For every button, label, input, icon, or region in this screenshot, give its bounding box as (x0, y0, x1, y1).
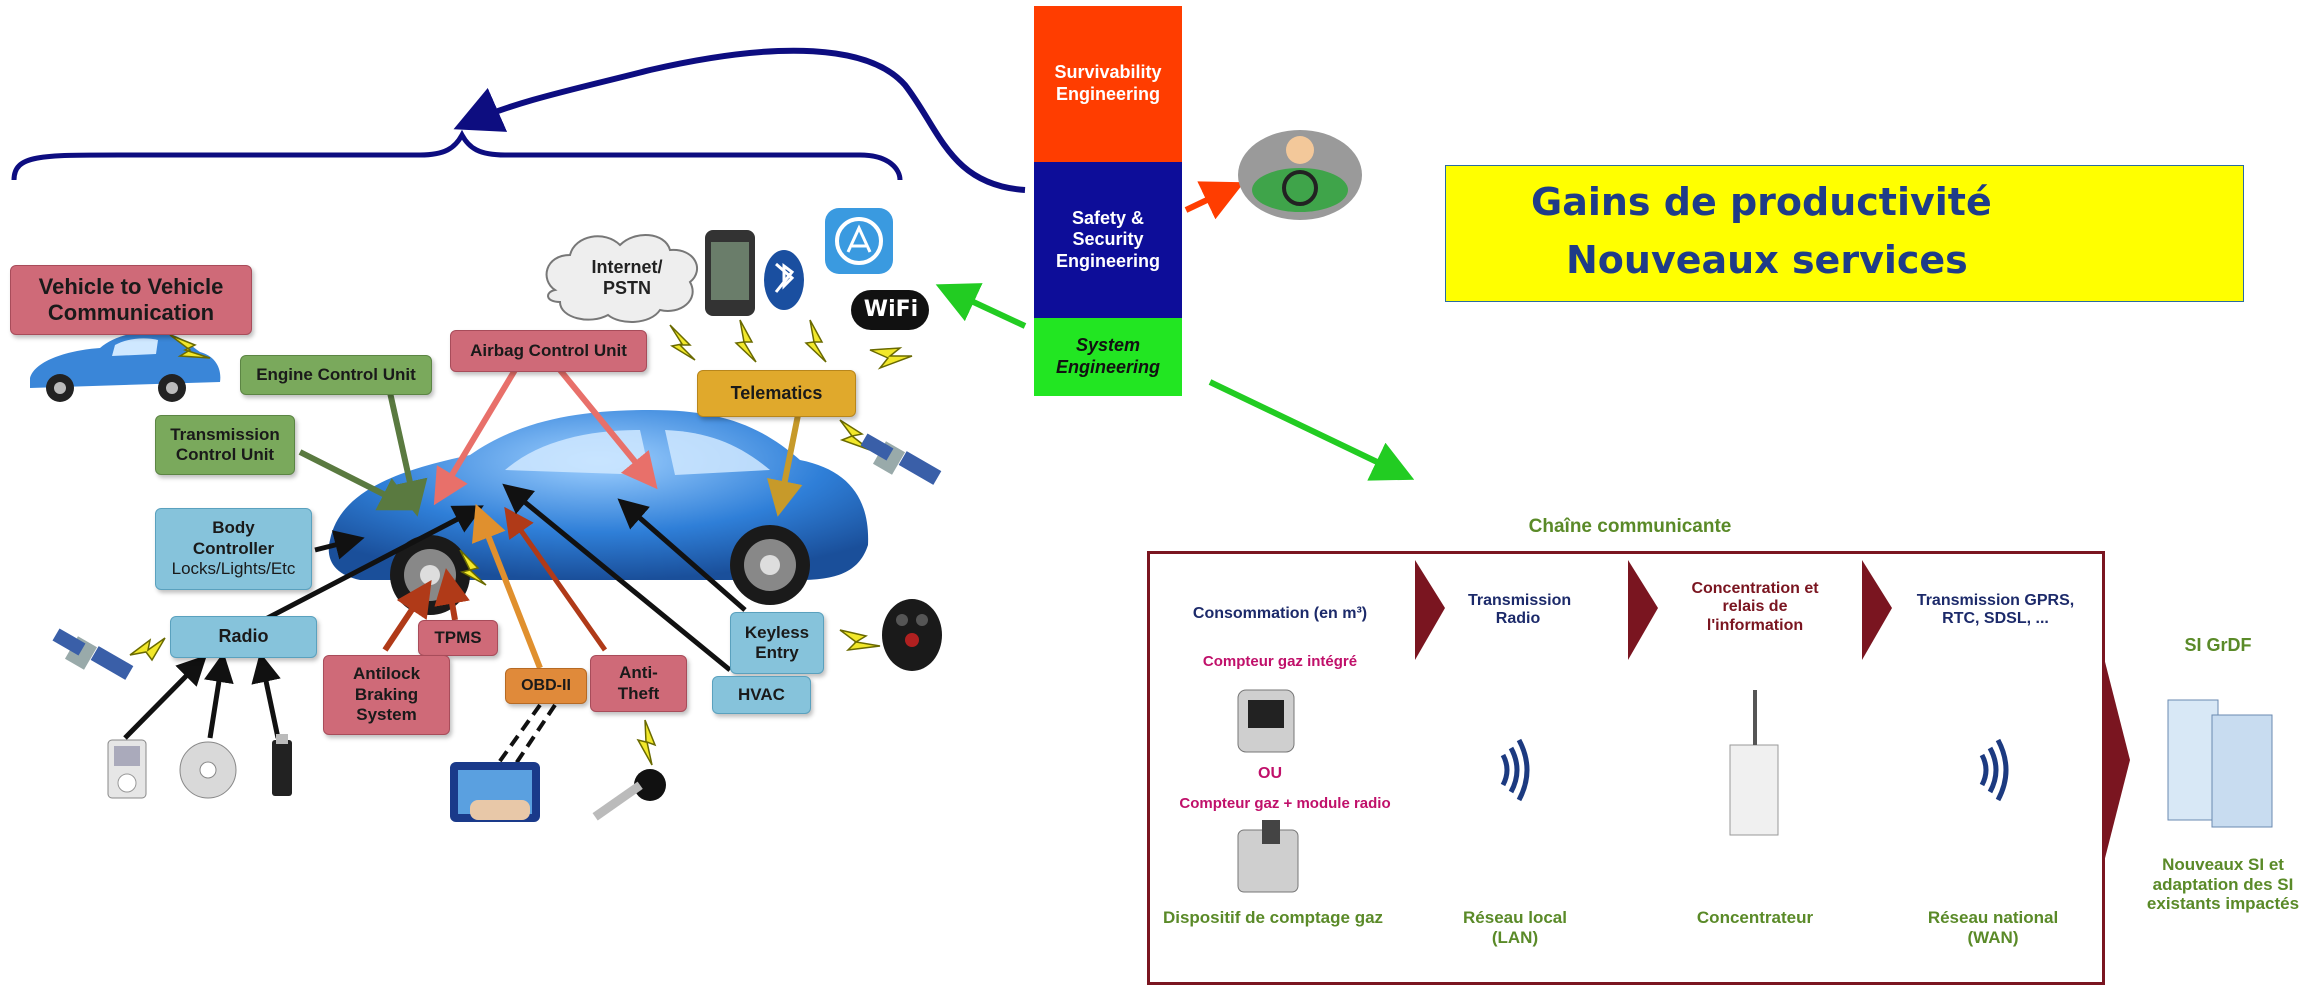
keyless-entry-box: Keyless Entry (730, 612, 824, 674)
anti-theft-box: Anti-Theft (590, 655, 687, 712)
radio-tx-label: Transmission Radio (1468, 592, 1572, 628)
meter-integrated-label: Compteur gaz intégré (1202, 653, 1358, 670)
app-store-icon (825, 208, 893, 274)
or-label: OU (1258, 765, 1282, 782)
car-body (328, 410, 869, 580)
car-icon (30, 331, 221, 402)
obd-ii-box: OBD-II (505, 668, 587, 704)
keyless-label: Keyless Entry (744, 622, 810, 662)
v2v-label: Vehicle to Vehicle Communication (38, 273, 224, 325)
consumption-label: Consommation (en m³) (1192, 605, 1368, 622)
transmission-control-unit-box: Transmission Control Unit (155, 415, 295, 475)
gas-meter-module-icon (1237, 820, 1299, 893)
concentration-label: Concentration et relais de l'information (1691, 580, 1819, 634)
radio-label: Radio (218, 626, 269, 647)
transmission-label: Transmission Control Unit (170, 424, 280, 464)
tpms-box: TPMS (418, 620, 498, 656)
antitheft-label: Anti-Theft (617, 663, 660, 703)
internet-label: Internet/ PSTN (572, 257, 682, 299)
gains-box: Gains de productivité Nouveaux services (1445, 165, 2244, 302)
new-si-label: Nouveaux SI et adaptation des SI existan… (2146, 855, 2300, 914)
hvac-box: HVAC (712, 676, 811, 714)
system-label: System Engineering (1055, 335, 1160, 377)
telematics-label: Telematics (730, 382, 823, 403)
engine-control-unit-box: Engine Control Unit (240, 355, 432, 395)
body-sub: Locks/Lights/Etc (171, 559, 296, 579)
cd-icon (179, 741, 237, 799)
key-icon (592, 769, 666, 821)
green-arrow-chain (1208, 379, 1415, 481)
v2v-box: Vehicle to Vehicle Communication (10, 265, 252, 335)
abs-label: Antilock Braking System (352, 664, 421, 725)
survivability-label: Survivability Engineering (1054, 62, 1162, 104)
chain-title: Chaîne communicante (1528, 516, 1732, 537)
lightning-icon (129, 637, 166, 662)
safety-security-engineering-block: Safety & Security Engineering (1034, 162, 1182, 318)
lightning-icon (669, 324, 696, 361)
wifi-label: WiFi (858, 297, 924, 322)
survivability-engineering-block: Survivability Engineering (1034, 6, 1182, 162)
lightning-icon (459, 549, 487, 586)
wifi-icon (851, 290, 929, 330)
system-engineering-block: System Engineering (1034, 318, 1182, 396)
concentrator-icon (1729, 690, 1779, 836)
key-fob-icon (882, 599, 942, 671)
safety-label: Safety & Security Engineering (1055, 207, 1160, 271)
ipod-icon (107, 739, 147, 799)
concentrator-label: Concentrateur (1696, 908, 1814, 927)
smartphone-icon (705, 230, 755, 316)
lightning-icon (869, 347, 913, 370)
hvac-label: HVAC (738, 684, 785, 704)
wheel-icon (730, 525, 810, 605)
lightning-icon (636, 719, 657, 766)
bluetooth-icon (764, 250, 804, 310)
gains-line-2: Nouveaux services (1566, 238, 1968, 282)
local-net-label: Réseau local (LAN) (1463, 908, 1567, 947)
red-arrow (1184, 181, 1245, 220)
lightning-icon (169, 334, 211, 359)
obd-label: OBD-II (521, 677, 571, 695)
brace-arrow (453, 47, 1026, 193)
body-title: Body Controller (192, 518, 275, 558)
wifi-text: WiFi (863, 297, 919, 322)
chevron-3 (1862, 560, 1892, 660)
gas-meter-icon (1237, 689, 1295, 753)
antilock-braking-system-box: Antilock Braking System (323, 655, 450, 735)
server-icon (2167, 699, 2273, 828)
telematics-box: Telematics (697, 370, 856, 417)
usb-icon (272, 734, 292, 796)
tpms-label: TPMS (434, 627, 482, 647)
engine-label: Engine Control Unit (256, 364, 416, 384)
green-arrow-wifi (935, 283, 1027, 329)
gains-line-1: Gains de productivité (1531, 180, 1992, 224)
diagnostic-tablet-icon (450, 762, 540, 822)
lightning-icon (839, 629, 881, 652)
chevron-1 (1415, 560, 1445, 660)
airbag-control-unit-box: Airbag Control Unit (450, 330, 647, 372)
satellite-icon (52, 628, 134, 680)
lightning-icon (734, 319, 757, 363)
chevron-2 (1628, 560, 1658, 660)
radio-wave-icon (1500, 738, 1530, 802)
chevron-big (2102, 650, 2130, 870)
driver-icon (1238, 130, 1362, 220)
gprs-label: Transmission GPRS, RTC, SDSL, ... (1916, 592, 2075, 628)
internet-text: Internet/ PSTN (591, 257, 663, 298)
si-grdf-label: SI GrDF (2184, 635, 2252, 655)
wan-label: Réseau national (WAN) (1927, 908, 2059, 947)
radio-wave-icon (1979, 738, 2009, 802)
satellite-icon (860, 433, 942, 485)
radio-box: Radio (170, 616, 317, 658)
brace-line (11, 129, 903, 181)
lightning-icon (804, 319, 827, 363)
meter-module-label: Compteur gaz + module radio (1179, 795, 1391, 812)
body-controller-box: Body Controller Locks/Lights/Etc (155, 508, 312, 590)
device-label: Dispositif de comptage gaz (1162, 908, 1384, 927)
cloud-icon (545, 233, 699, 323)
airbag-label: Airbag Control Unit (470, 340, 627, 360)
